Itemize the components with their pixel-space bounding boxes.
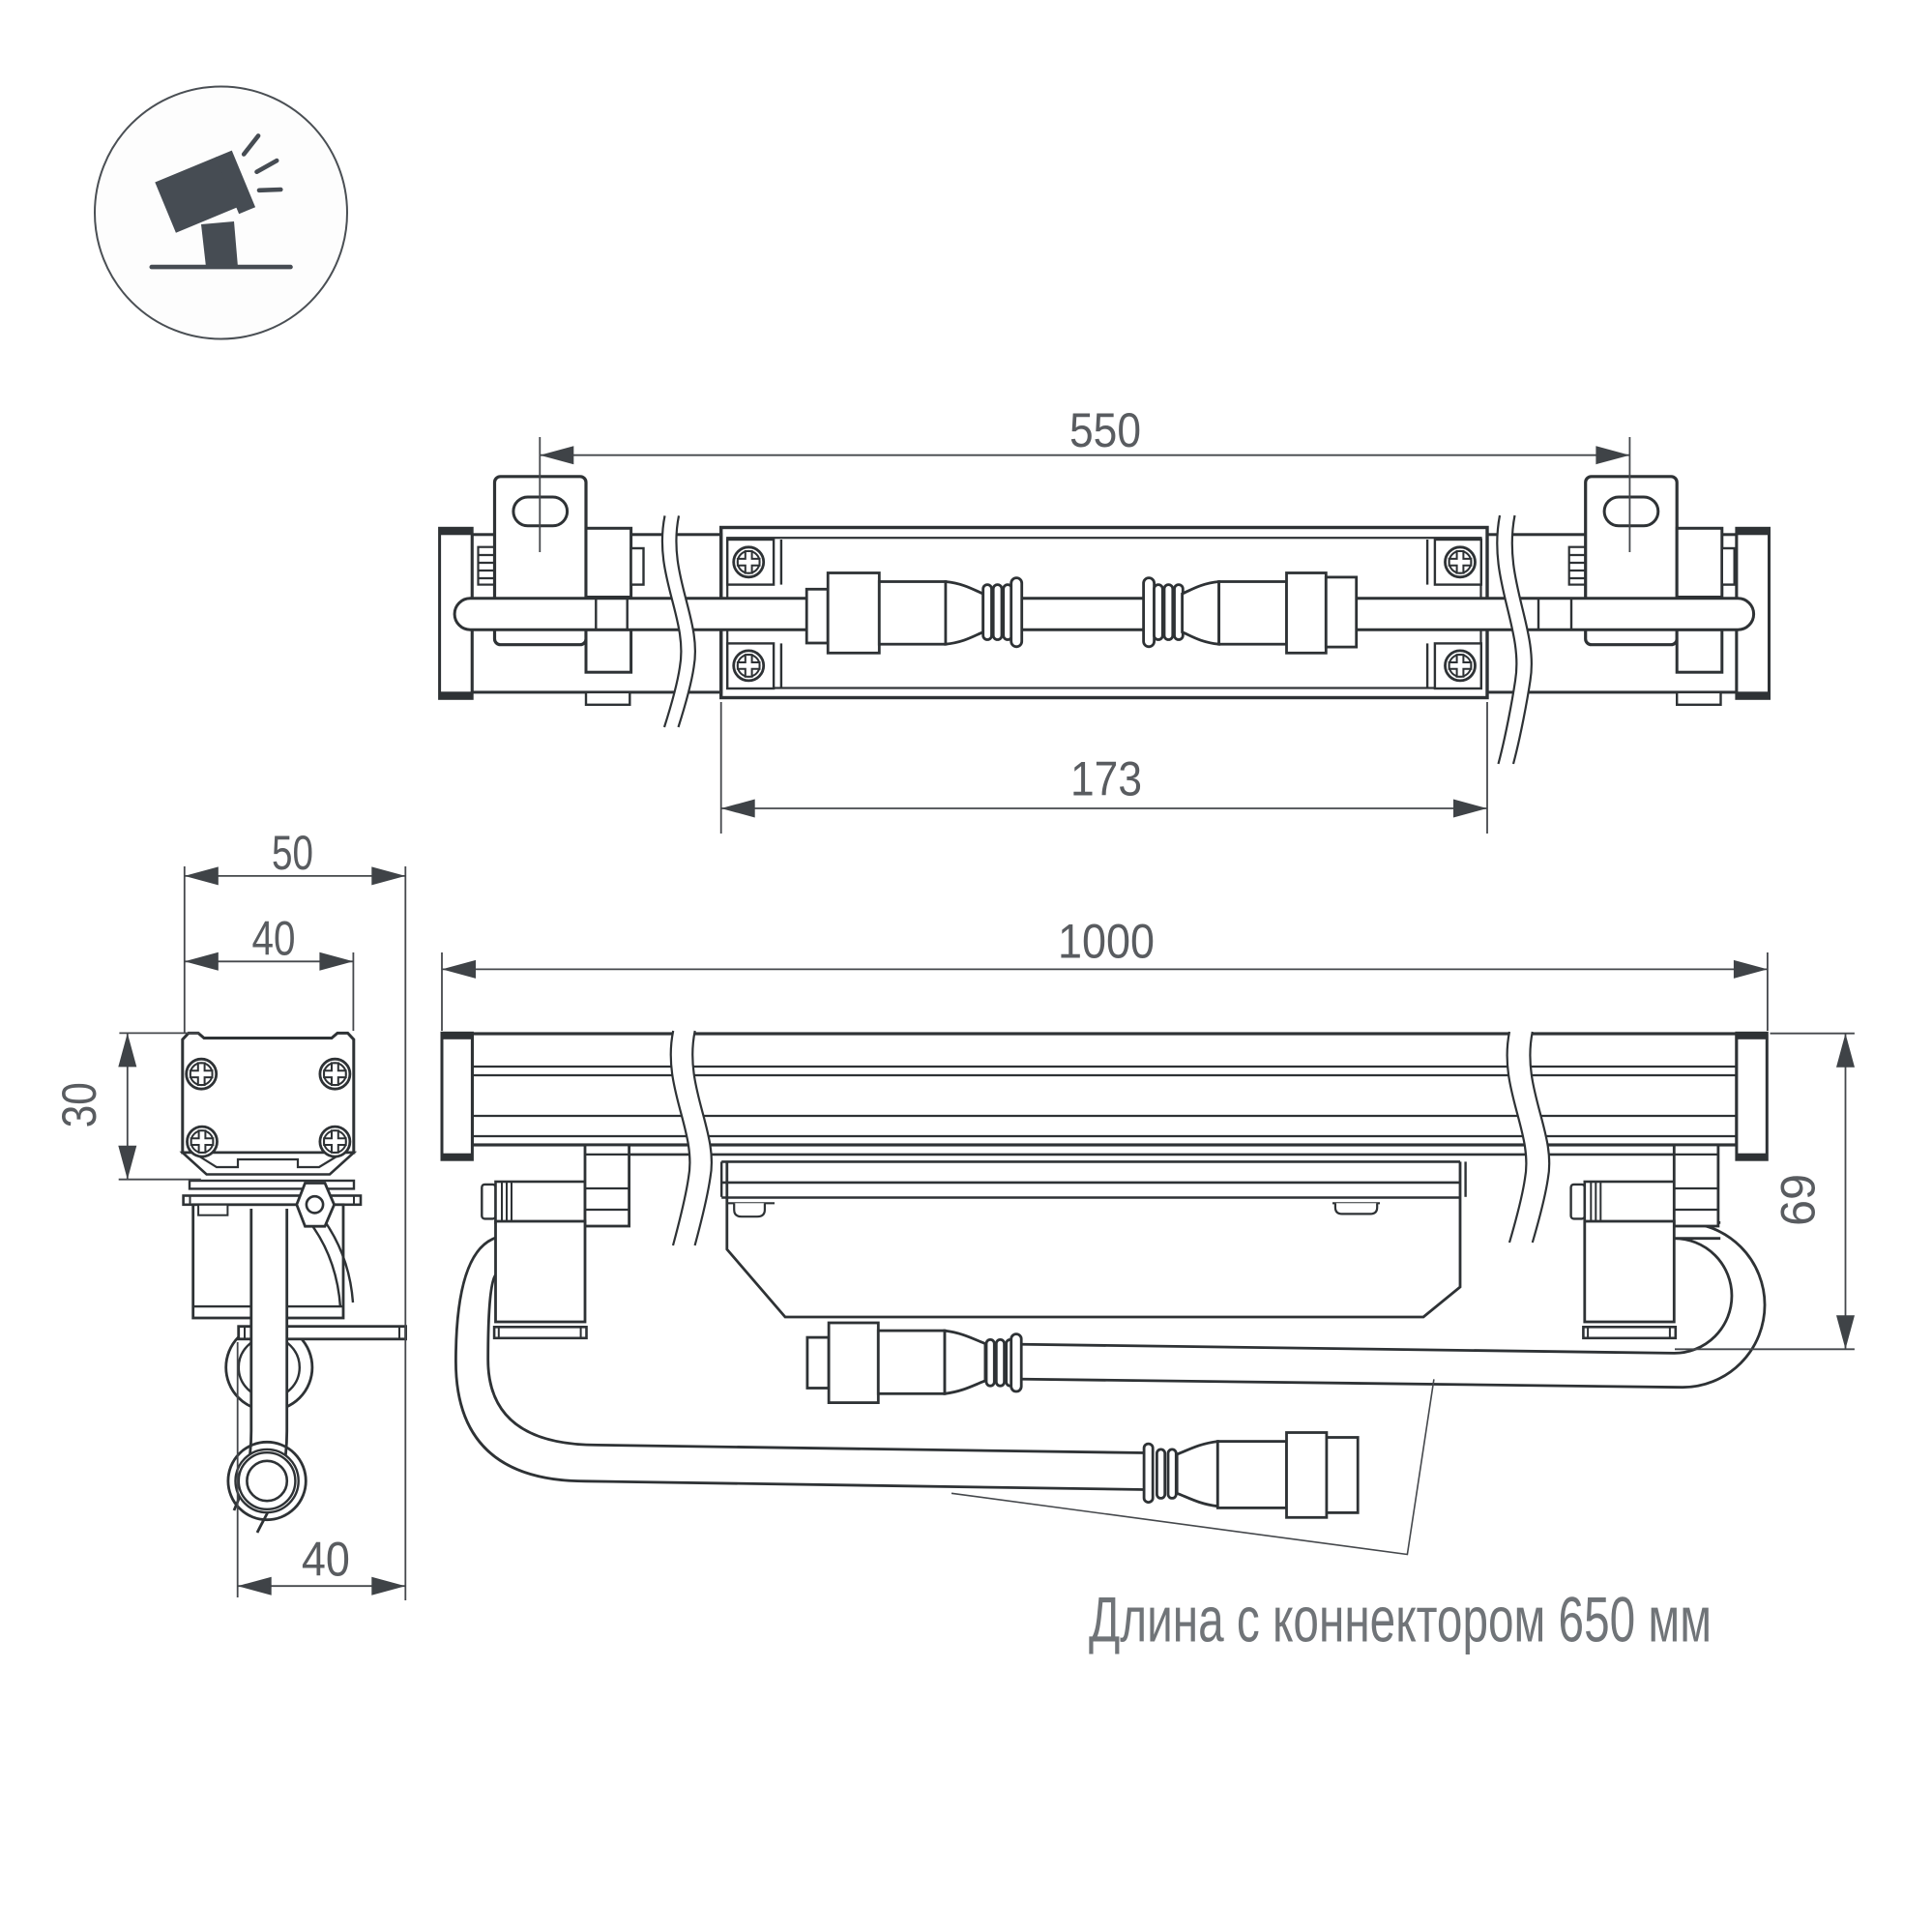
- svg-text:69: 69: [1771, 1174, 1826, 1226]
- svg-text:30: 30: [52, 1082, 106, 1127]
- svg-text:1000: 1000: [1058, 915, 1155, 969]
- svg-text:40: 40: [252, 911, 296, 965]
- svg-text:Длина с коннектором 650 мм: Длина с коннектором 650 мм: [1089, 1584, 1712, 1655]
- svg-text:50: 50: [272, 826, 313, 880]
- svg-text:173: 173: [1070, 752, 1142, 806]
- svg-text:40: 40: [302, 1532, 350, 1586]
- svg-text:550: 550: [1069, 403, 1141, 457]
